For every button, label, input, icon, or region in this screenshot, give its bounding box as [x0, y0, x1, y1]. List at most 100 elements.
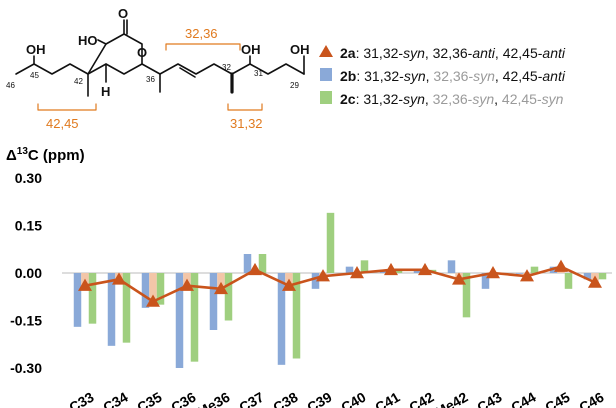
- y-tick-label: 0.00: [15, 265, 42, 281]
- bar-2c-Me42: [462, 273, 471, 318]
- atom-carbonyl-o: O: [118, 6, 128, 21]
- y-axis-label: Δ13C (ppm): [6, 146, 85, 164]
- bond-alkene-double: [179, 67, 196, 78]
- x-tick-label-Me42: Me42: [432, 389, 471, 408]
- y-tick-label: 0.30: [15, 170, 42, 186]
- point-2a-C39: [316, 269, 330, 282]
- legend-text-part: syn: [403, 45, 425, 61]
- bar-2c-C39: [326, 212, 335, 273]
- bar-2c-C38: [292, 273, 301, 359]
- x-tick-label-C41: C41: [372, 389, 402, 408]
- legend-text-part: : 31,32-: [356, 45, 404, 61]
- bar-2a_bar-C35: [149, 273, 157, 302]
- x-tick-label-C33: C33: [66, 389, 96, 408]
- bracket-32-36: [165, 43, 241, 51]
- bond-carbonyl: [123, 19, 128, 35]
- x-tick-label-C40: C40: [338, 389, 368, 408]
- legend-text-part: , 42,45-: [495, 45, 543, 61]
- carbon-number-46: 46: [6, 81, 15, 90]
- x-tick-label-C37: C37: [236, 389, 266, 408]
- molecule-structure: [15, 19, 305, 111]
- bar-2b-C36: [175, 273, 184, 368]
- legend-text-part: 2b: [340, 68, 356, 84]
- point-2a-C42: [418, 262, 432, 276]
- point-2a-C33: [78, 278, 92, 291]
- bond-chain-left: [15, 63, 89, 75]
- x-tick-label-C36: C36: [168, 389, 198, 408]
- lactone-ring: [87, 33, 143, 75]
- carbon-number-31: 31: [254, 69, 263, 78]
- legend-text-part: ,: [494, 91, 502, 107]
- bar-2b-C35: [141, 273, 150, 308]
- bar-2b-C39: [311, 273, 320, 289]
- carbon-number-36: 36: [146, 75, 155, 84]
- bar-2b-C38: [277, 273, 286, 365]
- atom-oh-31: OH: [241, 42, 261, 57]
- y-axis-label-superscript: 13: [17, 146, 29, 157]
- x-tick-label-C43: C43: [474, 389, 504, 408]
- bond-ho: [97, 39, 107, 45]
- line-series-2a: [78, 259, 602, 307]
- carbon-number-29: 29: [290, 81, 299, 90]
- bond-chain-right: [141, 63, 305, 75]
- bar-2b-C34: [107, 273, 116, 346]
- x-tick-label-C35: C35: [134, 389, 164, 408]
- bracket-label-32-36: 32,36: [185, 26, 218, 41]
- bar-2b-C42: [413, 269, 422, 273]
- bracket-label-31-32: 31,32: [230, 116, 263, 131]
- bar-2b-Me36: [209, 273, 218, 330]
- legend-marker-2b: [320, 68, 332, 81]
- atom-ring-o: O: [137, 45, 147, 60]
- y-tick-label: 0.15: [15, 218, 42, 234]
- bar-2b-C33: [73, 273, 82, 327]
- legend-label-2c: 2c: 31,32-syn, 32,36-syn, 42,45-syn: [340, 91, 564, 107]
- bar-2c-C45: [564, 273, 573, 289]
- bar-2a_bar-Me36: [217, 273, 225, 289]
- x-tick-label-Me36: Me36: [194, 389, 233, 408]
- atom-ring-h: H: [101, 84, 110, 99]
- point-2a-C38: [282, 278, 296, 291]
- carbon-number-32: 32: [222, 63, 231, 72]
- molecule-labels: OH HO O O H OH OH 46 45 42 36 32 31 29 3…: [6, 6, 310, 131]
- x-tick-label-C44: C44: [508, 389, 538, 408]
- bracket-31-32: [227, 103, 263, 111]
- point-2a-C36: [180, 278, 194, 291]
- legend-label-2a: 2a: 31,32-syn, 32,36-anti, 42,45-anti: [340, 45, 566, 61]
- legend-text-part: syn: [404, 68, 426, 84]
- bar-2c-Me36: [224, 273, 233, 321]
- atom-oh-29: OH: [290, 42, 310, 57]
- legend-marker-2a: [319, 45, 333, 57]
- bar-2b-C44: [515, 273, 524, 274]
- bar-2b-C37: [243, 254, 252, 273]
- legend-text-part: : 31,32-: [356, 68, 404, 84]
- legend-text-part: anti: [542, 68, 565, 84]
- legend-label-2b: 2b: 31,32-syn, 32,36-syn, 42,45-anti: [340, 68, 566, 84]
- y-tick-label: -0.30: [10, 360, 42, 376]
- bar-2b-Me42: [447, 260, 456, 273]
- point-2a-C43: [486, 266, 500, 279]
- bar-2b-C46: [583, 273, 592, 280]
- legend-text-part: , 42,45-: [495, 68, 543, 84]
- point-2a-C41: [384, 262, 398, 276]
- x-tick-label-C46: C46: [576, 389, 606, 408]
- point-2a-C34: [112, 272, 126, 285]
- point-2a-C37: [248, 262, 262, 276]
- legend-text-part: syn: [542, 91, 564, 107]
- bar-2b-C40: [345, 266, 354, 273]
- legend-text-part: ,: [425, 91, 433, 107]
- bar-2c-C40: [360, 260, 369, 273]
- legend-text-part: anti: [472, 45, 495, 61]
- bar-2b-C43: [481, 273, 490, 289]
- bar-2c-C44: [530, 266, 539, 273]
- bar-2c-C33: [88, 273, 97, 324]
- point-2a-C46: [588, 275, 602, 288]
- legend-text-part: 2c: [340, 91, 356, 107]
- bar-2c-C37: [258, 254, 267, 273]
- bar-2c-C36: [190, 273, 199, 362]
- point-2a-C35: [146, 294, 160, 307]
- x-tick-label-C45: C45: [542, 389, 572, 408]
- legend-text-part: 2a: [340, 45, 356, 61]
- y-tick-label: -0.15: [10, 313, 42, 329]
- x-tick-label-C34: C34: [100, 389, 130, 408]
